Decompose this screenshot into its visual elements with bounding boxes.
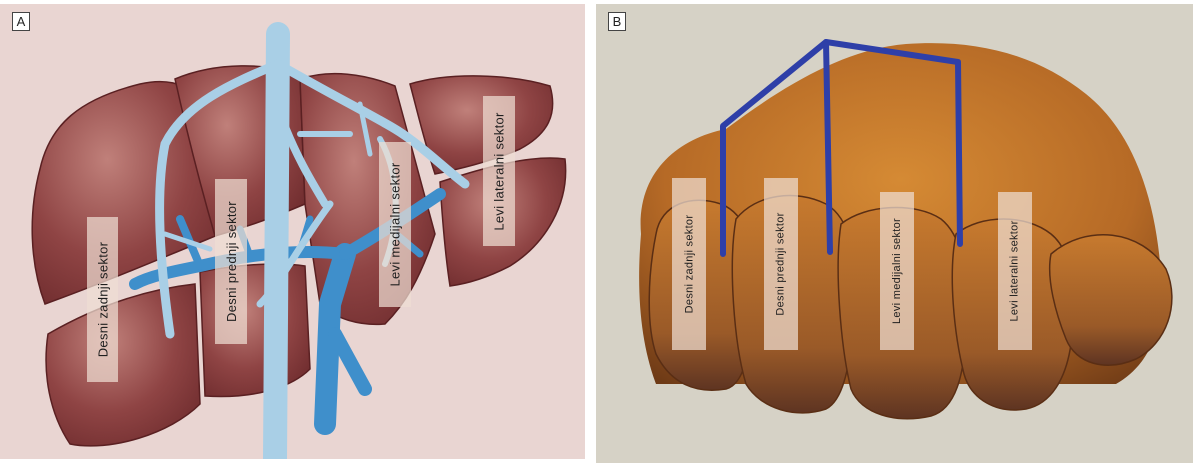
label-text: Desni zadnji sektor [683,215,695,314]
label-left-medial-sector: Levi medijalni sektor [379,142,411,307]
fist-analogy-panel: B Desni zadnji sektor Desni prednji sekt… [596,4,1193,463]
label-right-posterior-sector: Desni zadnji sektor [672,178,706,350]
liver-segment-right-posterior-lower [46,284,200,446]
label-text: Desni prednji sektor [775,212,787,315]
label-text: Levi lateralni sektor [1009,220,1021,321]
label-left-lateral-sector: Levi lateralni sektor [998,192,1032,350]
label-right-anterior-sector: Desni prednji sektor [764,178,798,350]
panel-letter-a: A [12,12,30,31]
label-text: Desni zadnji sektor [95,242,110,358]
liver-diagram-panel: A Desni zadnji sektor Desni prednji sekt… [0,4,585,459]
label-text: Levi medijalni sektor [388,162,403,286]
label-text: Levi lateralni sektor [492,112,507,230]
label-text: Levi medijalni sektor [891,218,903,324]
label-text: Desni prednji sektor [224,201,239,322]
label-left-medial-sector: Levi medijalni sektor [880,192,914,350]
label-right-posterior-sector: Desni zadnji sektor [87,217,118,382]
label-left-lateral-sector: Levi lateralni sektor [483,96,515,246]
panel-letter-b: B [608,12,626,31]
label-right-anterior-sector: Desni prednji sektor [215,179,247,344]
